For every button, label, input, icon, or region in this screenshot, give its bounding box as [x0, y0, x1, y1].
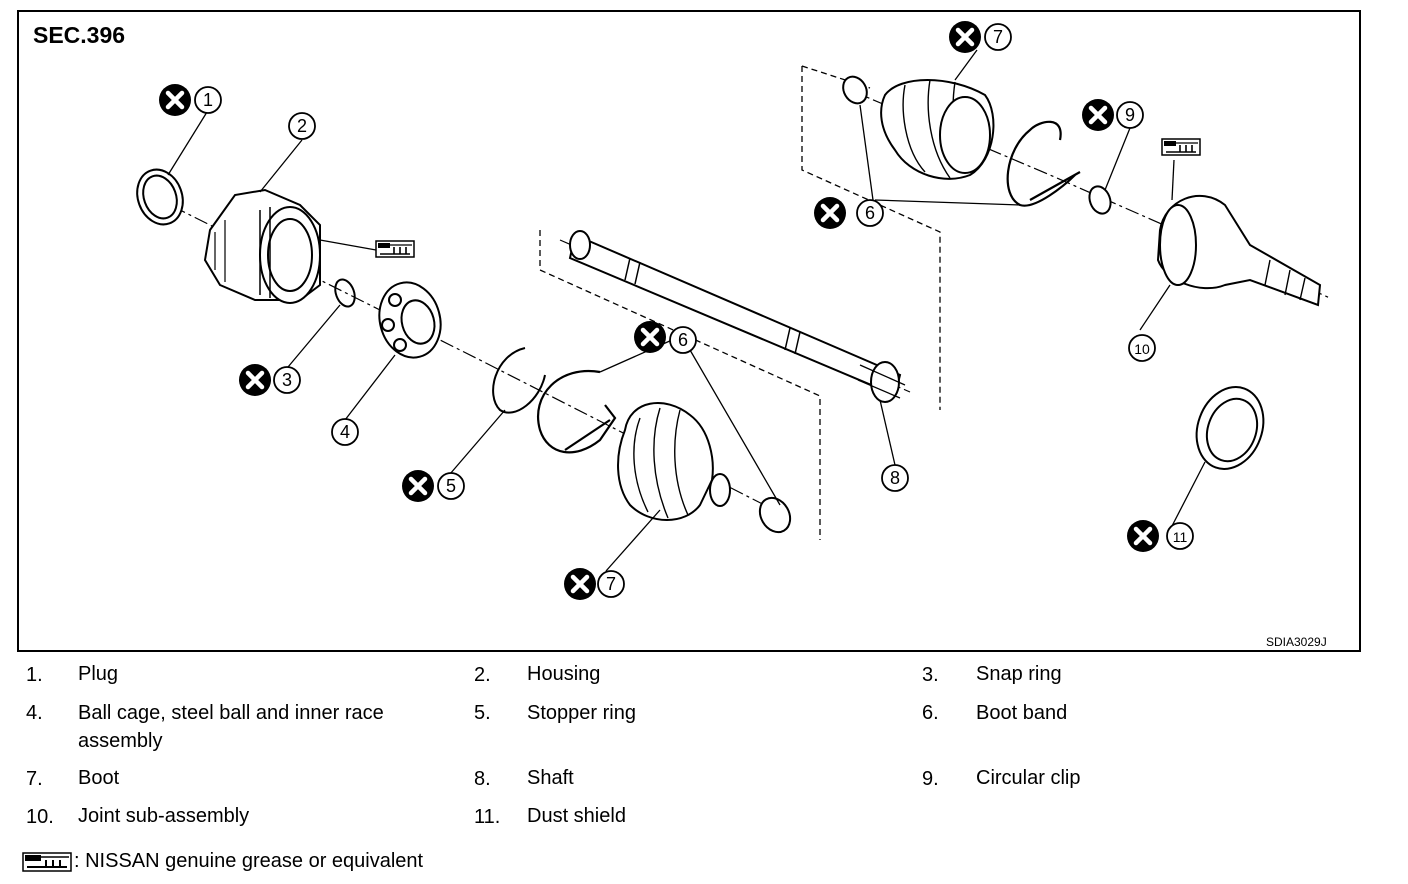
- joint-sub-assembly-part: [1156, 195, 1322, 307]
- svg-text:3: 3: [282, 370, 292, 390]
- callout-number: 7: [984, 23, 1012, 51]
- callout-number: 6: [669, 326, 697, 354]
- callout-number: 1: [194, 86, 222, 114]
- remove-discard-icon: [949, 21, 981, 53]
- legend-label: Snap ring: [976, 663, 1062, 685]
- svg-text:2: 2: [297, 116, 307, 136]
- footnote: : NISSAN genuine grease or equivalent: [22, 850, 423, 873]
- remove-discard-icon: [1082, 99, 1114, 131]
- callout-number: 7: [597, 570, 625, 598]
- housing-part: [203, 188, 321, 304]
- legend-num: 7.: [26, 768, 43, 790]
- exploded-view-diagram: [136, 49, 1331, 572]
- callout-number: 3: [273, 366, 301, 394]
- footnote-text: : NISSAN genuine grease or equivalent: [74, 850, 424, 872]
- svg-text:4: 4: [340, 422, 350, 442]
- boot-band-upper-small-part: [842, 75, 868, 105]
- boot-band-left-part: [537, 369, 617, 454]
- callout-number: 4: [331, 418, 359, 446]
- figure-code: SDIA3029J: [1266, 635, 1327, 649]
- svg-text:9: 9: [1125, 105, 1135, 125]
- svg-text:5: 5: [446, 476, 456, 496]
- callout-number: 2: [288, 112, 316, 140]
- svg-text:6: 6: [865, 203, 875, 223]
- dust-shield-part: [1195, 386, 1265, 470]
- remove-discard-icon: [239, 364, 271, 396]
- callout-number: 8: [881, 464, 909, 492]
- svg-text:7: 7: [606, 574, 616, 594]
- ball-cage-part: [378, 281, 442, 359]
- legend-num: 1.: [26, 664, 43, 686]
- svg-text:1: 1: [203, 90, 213, 110]
- legend-num: 9.: [922, 768, 939, 790]
- snap-ring-part: [334, 278, 356, 308]
- legend-label: Ball cage, steel ball and inner race ass…: [78, 702, 384, 752]
- callout-number: 6: [856, 199, 884, 227]
- stopper-ring-part: [492, 347, 546, 414]
- legend-label: Dust shield: [527, 805, 626, 827]
- svg-text:8: 8: [890, 468, 900, 488]
- legend-label: Boot: [78, 767, 120, 789]
- svg-text:6: 6: [678, 330, 688, 350]
- legend-label: Joint sub-assembly: [78, 805, 250, 827]
- callout-markers: 1 2 3 4 5 6 6 7 7 8 9 10 11: [159, 21, 1194, 600]
- remove-discard-icon: [564, 568, 596, 600]
- svg-text:10: 10: [1134, 341, 1150, 357]
- legend-label: Boot band: [976, 702, 1068, 724]
- boot-band-small-part: [758, 496, 792, 534]
- plug-part: [136, 168, 184, 226]
- legend-label: Shaft: [527, 767, 574, 789]
- remove-discard-icon: [402, 470, 434, 502]
- remove-discard-icon: [1127, 520, 1159, 552]
- grease-icon: [22, 851, 72, 872]
- section-label: SEC.396: [33, 22, 126, 48]
- callout-number: 9: [1116, 101, 1144, 129]
- callout-number: 5: [437, 472, 465, 500]
- legend-label: Plug: [78, 663, 119, 685]
- legend-num: 8.: [474, 768, 491, 790]
- boot-upper-part: [880, 79, 995, 180]
- svg-text:7: 7: [993, 27, 1003, 47]
- diagram-frame: [17, 10, 1361, 652]
- shaft-part: [568, 230, 906, 403]
- legend-num: 3.: [922, 664, 939, 686]
- callout-number: 11: [1166, 522, 1194, 550]
- legend-num: 2.: [474, 664, 491, 686]
- svg-text:11: 11: [1173, 529, 1188, 545]
- legend-num: 11.: [474, 806, 501, 828]
- legend-label: Stopper ring: [527, 702, 636, 724]
- leader-lines: [167, 49, 1206, 572]
- legend-num: 5.: [474, 702, 491, 724]
- remove-discard-icon: [814, 197, 846, 229]
- boot-left-part: [617, 402, 731, 521]
- callout-number: 10: [1128, 334, 1156, 362]
- legend-num: 4.: [26, 702, 43, 724]
- circular-clip-part: [1088, 185, 1112, 215]
- legend-num: 10.: [26, 806, 54, 828]
- remove-discard-icon: [159, 84, 191, 116]
- legend-num: 6.: [922, 702, 939, 724]
- remove-discard-icon: [634, 321, 666, 353]
- legend-label: Circular clip: [976, 767, 1081, 789]
- legend-label: Housing: [527, 663, 601, 685]
- boot-band-upper-part: [1006, 120, 1081, 207]
